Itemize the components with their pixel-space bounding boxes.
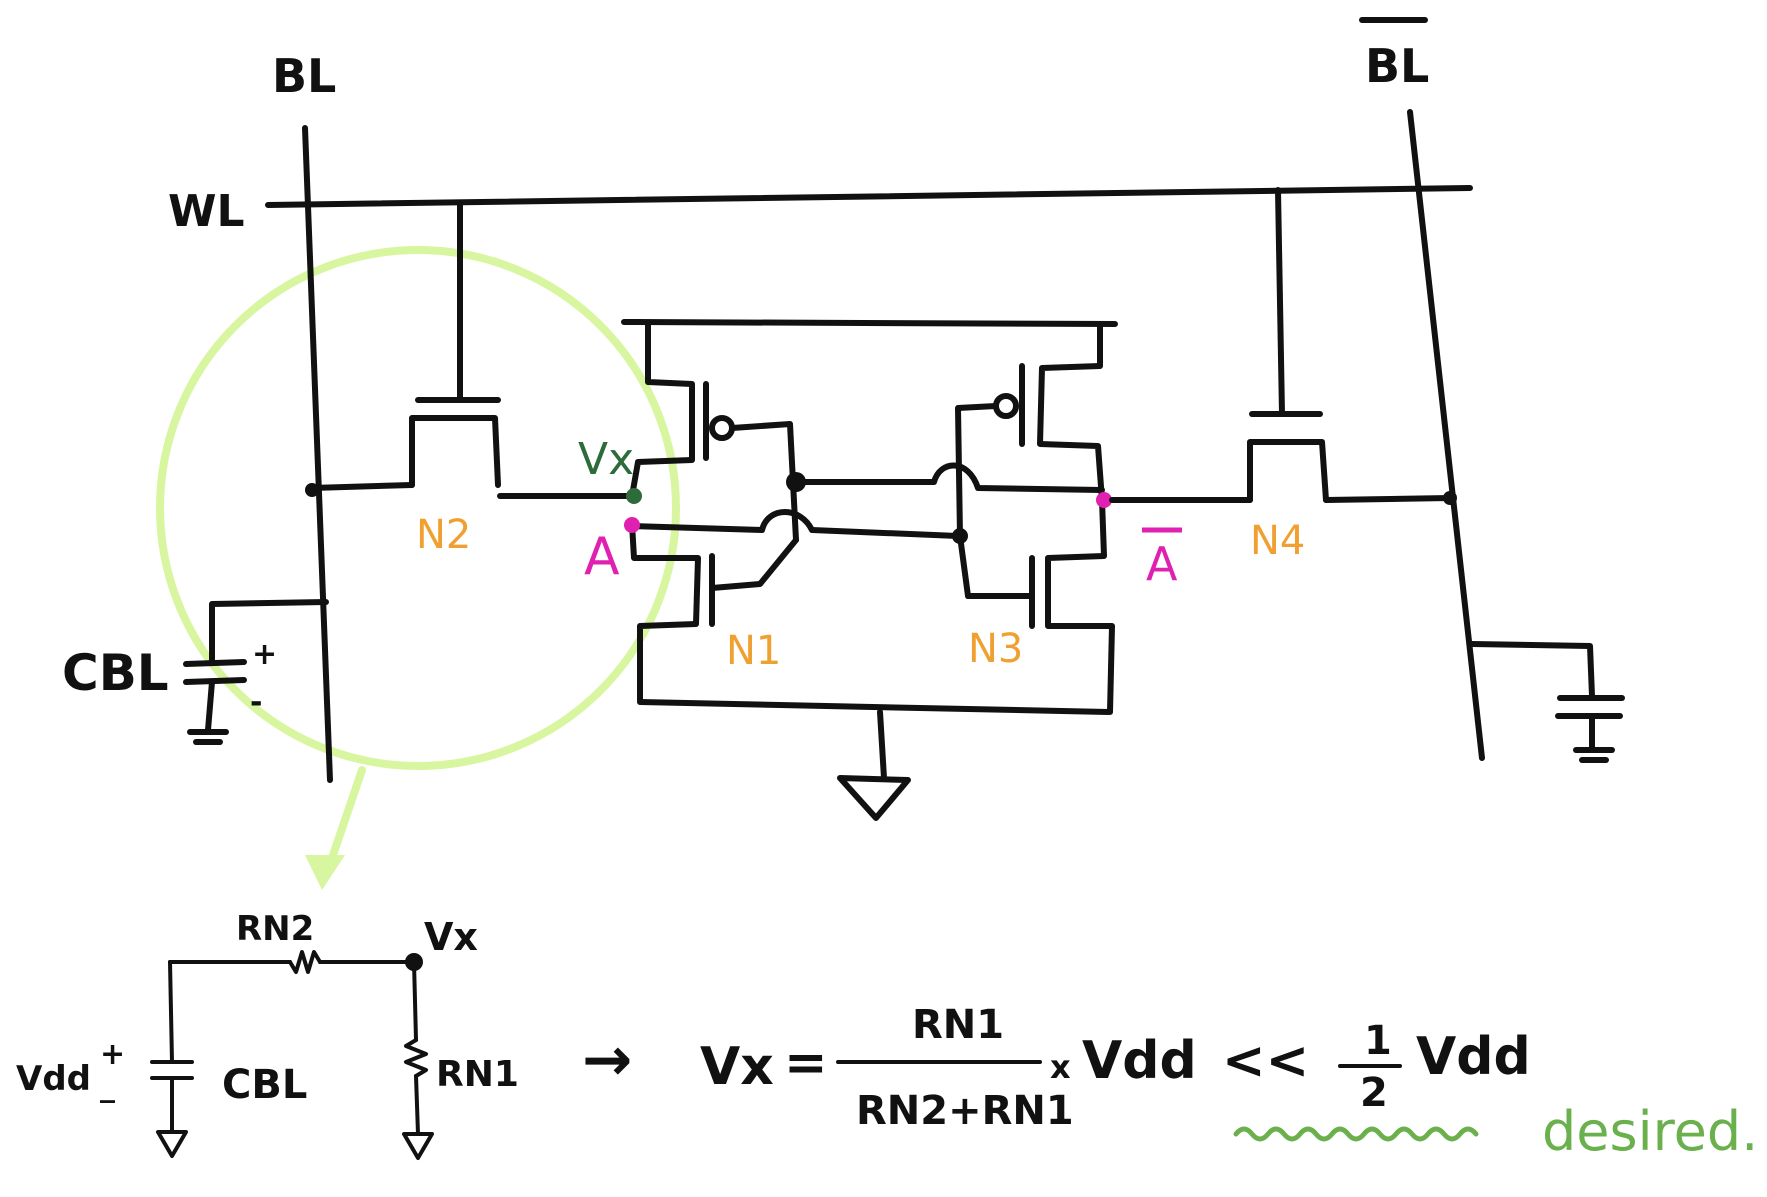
eq-right-wire-top [412, 960, 418, 1042]
cbl-left-wire [209, 599, 329, 665]
pmos2-channel [1037, 321, 1105, 503]
eq-cbl-label: CBL [222, 1062, 307, 1108]
eq-vdd-label: Vdd [16, 1059, 91, 1099]
rn2-resistor [288, 950, 322, 974]
n4-blbar-wire [1323, 495, 1453, 503]
blbar-line [1407, 109, 1485, 761]
highlight-arrow-line [328, 766, 366, 862]
eq-lhs: Vx [700, 1037, 774, 1097]
vx-label: Vx [578, 434, 634, 485]
n4-gate-lead [1275, 187, 1285, 417]
rn1-resistor [404, 1038, 428, 1078]
n1-channel [629, 521, 701, 703]
pmos1-channel [629, 321, 695, 499]
n1-label: N1 [726, 628, 781, 674]
n4-channel [1247, 439, 1329, 503]
eq-numerator: RN1 [912, 1002, 1004, 1048]
n3-gate-wire [957, 533, 1033, 599]
gnd-rail [637, 699, 1111, 715]
eq-vx-label: Vx [424, 915, 478, 959]
cbl-right-wire [1469, 641, 1595, 699]
blbar-junction [1443, 491, 1457, 505]
vx-node-dot [626, 488, 642, 504]
n1-gate-wire [709, 537, 799, 591]
a-to-right-gates [629, 509, 961, 539]
eq-vdd: Vdd [1082, 1031, 1197, 1091]
eq-arrow: → [582, 1025, 632, 1095]
desired-underline [1233, 1126, 1479, 1142]
cbl-left-ground-lead [205, 679, 215, 733]
rn2-label: RN2 [236, 909, 314, 949]
bl-line [302, 125, 333, 783]
n2-bl-wire [309, 482, 415, 491]
eq-vdd-plus: + [100, 1037, 125, 1072]
pmos2-gate-wire [955, 403, 999, 539]
eq-equals: = [784, 1033, 828, 1093]
eq-rn1-ground [402, 1132, 434, 1160]
cbl-left-plus: + [252, 637, 277, 672]
abar-label: A [1146, 537, 1178, 591]
eq-right-wire-bot [414, 1074, 420, 1136]
n2-label: N2 [416, 512, 471, 558]
eq-cap-ground [156, 1130, 188, 1158]
left-gate-junction [786, 472, 806, 492]
n3-channel [1045, 497, 1115, 715]
rn1-label: RN1 [436, 1054, 519, 1095]
wl-label: WL [168, 186, 245, 237]
gnd-lead [877, 709, 887, 781]
eq-half-den: 2 [1360, 1070, 1388, 1116]
bl-label: BL [272, 49, 336, 103]
gnd-triangle [837, 775, 911, 821]
eq-vdd-minus: _ [100, 1069, 115, 1104]
cbl-left-label: CBL [62, 644, 169, 702]
eq-times: x [1050, 1048, 1071, 1086]
blbar-label: BL [1365, 39, 1429, 93]
cbl-left-plate-top [183, 659, 247, 667]
abar-to-left-gates [793, 462, 1105, 493]
eq-half-num: 1 [1364, 1018, 1392, 1064]
highlight-circle [156, 246, 680, 770]
pmos1-gate-wire [729, 421, 799, 543]
highlight-arrowhead [305, 855, 345, 890]
eq-half-vdd: Vdd [1416, 1027, 1531, 1087]
vdd-rail [621, 319, 1118, 327]
eq-left-wire [168, 960, 174, 1064]
desired-label: desired. [1542, 1100, 1758, 1163]
n2-channel [409, 415, 501, 488]
bl-junction [305, 483, 319, 497]
n3-label: N3 [968, 626, 1023, 672]
cbl-left-plate-bot [183, 677, 247, 685]
wl-line [265, 185, 1473, 208]
n4-label: N4 [1250, 518, 1305, 564]
eq-much-less: << [1222, 1031, 1309, 1091]
a-label: A [584, 527, 620, 587]
right-gate-junction [952, 528, 968, 544]
a-node-dot [624, 517, 640, 533]
abar-node-dot [1096, 492, 1112, 508]
cbl-left-minus: - [250, 685, 262, 720]
eq-denominator: RN2+RN1 [856, 1088, 1074, 1134]
